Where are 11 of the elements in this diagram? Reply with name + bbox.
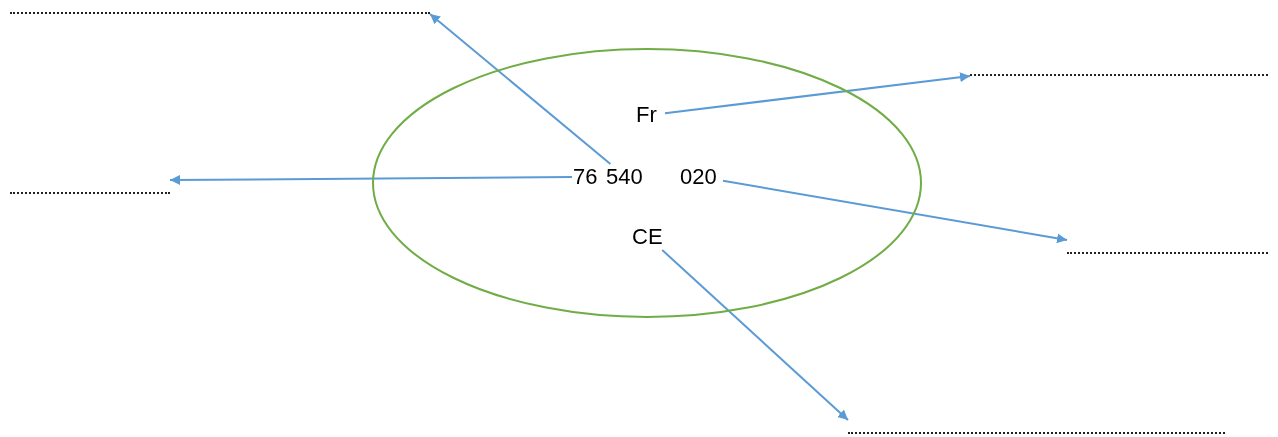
leader-arrow <box>169 174 573 185</box>
code-label: CE <box>632 225 664 249</box>
leader-arrow <box>429 13 612 165</box>
code-label: Fr <box>636 103 664 127</box>
leader-arrow <box>722 179 1068 244</box>
oval-outline <box>372 48 922 318</box>
leader-arrow <box>664 72 971 115</box>
leader-arrow <box>661 249 849 421</box>
code-label: 76 <box>573 165 599 189</box>
code-label: 540 <box>606 165 646 189</box>
code-label: 020 <box>680 165 722 189</box>
